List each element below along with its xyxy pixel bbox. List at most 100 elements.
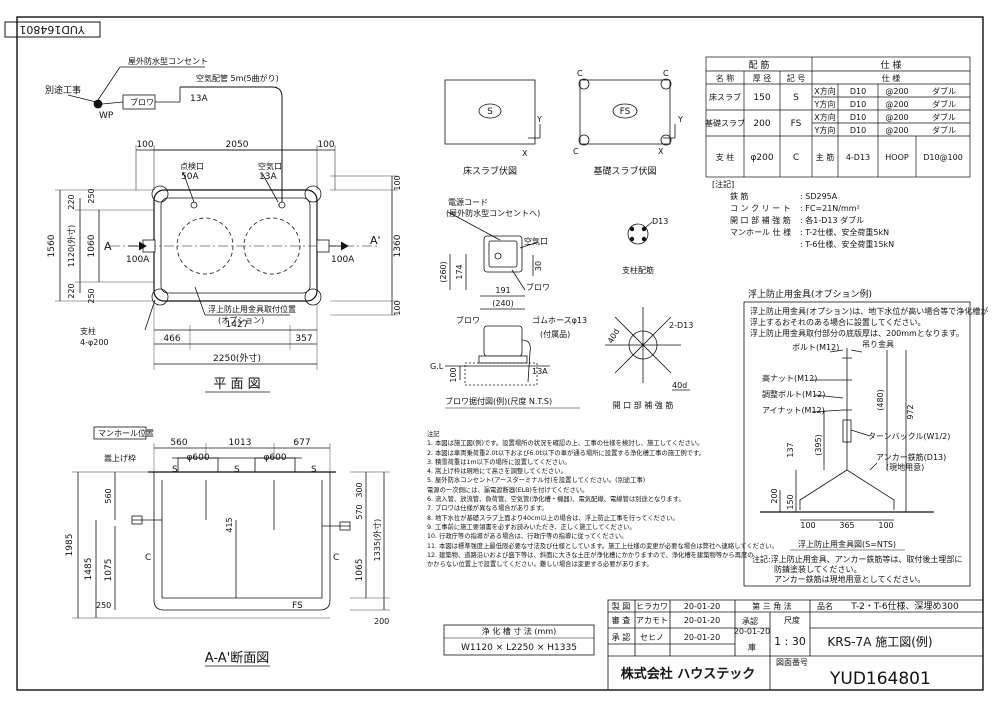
svg-text:[注記]: [注記] [712, 179, 734, 189]
svg-text:S: S [311, 465, 317, 475]
svg-text:200: 200 [753, 119, 770, 129]
air-pipe-size: 13A [190, 94, 208, 104]
svg-text:(付属品): (付属品) [540, 329, 570, 339]
svg-text:100: 100 [317, 140, 334, 150]
svg-text:@200: @200 [885, 87, 908, 96]
section-view-labels: マンホール位置 嵩上げ枠 560 1013 677 φ600 φ600 S S … [65, 428, 389, 667]
svg-text:ヒラカワ: ヒラカワ [636, 602, 668, 611]
svg-text:マンホール位置: マンホール位置 [98, 428, 154, 438]
svg-text:560: 560 [170, 438, 187, 448]
post-rebar-title: 支柱配筋 [622, 265, 654, 275]
svg-text:庫: 庫 [748, 642, 756, 652]
svg-text:100: 100 [878, 521, 893, 530]
svg-text:570: 570 [355, 504, 364, 519]
svg-text:X方向: X方向 [814, 86, 835, 96]
anchor-section-title: 浮上防止用金具(オプション例) [748, 288, 872, 300]
wiring-label: 別途工事 [45, 84, 81, 96]
svg-text:浮上するおそれのある場合に設置してください。: 浮上するおそれのある場合に設置してください。 [750, 317, 926, 327]
svg-text:アンカー鉄筋(D13): アンカー鉄筋(D13) [876, 452, 946, 462]
air-inlet-size: 13A [259, 172, 277, 182]
svg-text:審 査: 審 査 [612, 615, 631, 625]
svg-text:吊り金具: 吊り金具 [862, 339, 894, 349]
note-item: 2. 本図は車両乗荷重2.0t以下および6.0t以下の車が通る場所に設置する浄化… [427, 449, 705, 457]
svg-text:20-01-20: 20-01-20 [684, 633, 720, 642]
svg-text:ゴムホースφ13: ゴムホースφ13 [532, 315, 587, 325]
svg-text:G.L: G.L [430, 362, 444, 371]
note-item: 10. 行政庁等の指導がある場合は、行政庁等の指導に従ってください。 [427, 533, 628, 541]
svg-text:マンホール 仕 様: マンホール 仕 様 [730, 227, 791, 237]
inspection-size: 50A [181, 172, 199, 182]
blower-detail-labels: 電源コード (屋外防水型コンセントへ) 空気口 ブロワ (260) 174 30… [430, 198, 587, 409]
svg-text:Y方向: Y方向 [814, 125, 836, 135]
svg-text:主 筋: 主 筋 [816, 152, 835, 162]
svg-text:鉄 筋: 鉄 筋 [730, 191, 749, 201]
svg-text:1013: 1013 [229, 438, 252, 448]
section-a-left: A [104, 240, 112, 253]
svg-text:D10@100: D10@100 [923, 153, 963, 162]
svg-text:1335(外寸): 1335(外寸) [372, 519, 382, 562]
post-rebar-detail [627, 221, 653, 245]
anchor-label: 浮上防止用金具取付位置 [208, 304, 296, 314]
svg-text:φ600: φ600 [263, 453, 286, 463]
blower-label: ブロワ [130, 97, 154, 107]
svg-text:: T-6仕様、安全荷重15kN: : T-6仕様、安全荷重15kN [800, 239, 894, 249]
svg-text:(屋外防水型コンセントへ): (屋外防水型コンセントへ) [446, 208, 540, 218]
svg-text:X方向: X方向 [814, 112, 835, 122]
title-block [607, 599, 984, 691]
svg-text:T-2・T-6仕様、深埋め300: T-2・T-6仕様、深埋め300 [850, 600, 959, 612]
floor-slab-code: S [487, 107, 493, 117]
plan-view [55, 66, 398, 370]
svg-text:100: 100 [393, 175, 402, 190]
blower-detail [445, 211, 550, 386]
svg-text:(395): (395) [814, 434, 823, 456]
air-inlet-label: 空気口 [258, 161, 282, 171]
svg-text:電源コード: 電源コード [448, 198, 488, 207]
note-item: 4. 嵩上げ枠は現地にて高さを調整してください。 [427, 468, 567, 476]
svg-text:972: 972 [906, 404, 915, 419]
svg-text:C: C [663, 69, 669, 78]
svg-text:S: S [172, 465, 178, 475]
foundation-slab-plan [578, 78, 676, 146]
svg-text:浮上防止用金具取付部分の底版厚は、200mmとなります。: 浮上防止用金具取付部分の底版厚は、200mmとなります。 [750, 328, 964, 338]
svg-text:1427: 1427 [226, 320, 249, 330]
svg-text:2-D13: 2-D13 [669, 321, 693, 330]
svg-text:100: 100 [800, 521, 815, 530]
svg-text:注記:浮上防止用金具、アンカー鉄筋等は、取付後土埋部に: 注記:浮上防止用金具、アンカー鉄筋等は、取付後土埋部に [752, 554, 962, 564]
post-label: 支柱 [80, 326, 96, 336]
svg-text:200: 200 [374, 617, 389, 626]
title-block-text: 製 図 ヒラカワ 20-01-20 審 査 アカモト 20-01-20 承 認 … [612, 600, 959, 689]
floor-slab-x: X [522, 149, 528, 158]
svg-text:HOOP: HOOP [885, 153, 909, 162]
general-notes: 注記 1. 本図は施工図(例)です。設置場所の状況を確認の上、工事の仕様を検討し… [427, 430, 778, 569]
note-item: かからない位置上で設置してください。難しい場合は変更する必要があります。 [427, 561, 653, 569]
anchor-option: (オプション) [218, 316, 264, 325]
svg-text:図面番号: 図面番号 [776, 657, 808, 667]
note-item: 電源の一次側には、漏電遮断器(ELB)を付けてください。 [427, 486, 589, 494]
svg-text:1120(外寸): 1120(外寸) [66, 225, 76, 268]
note-item: 6. 流入管、放流管、負荷管、空気管(浄化槽・機器)、電気配線、電線管は別途とな… [427, 496, 685, 504]
note-item: 8. 地下水位が基礎スラブ上面より40cm以上の場合は、浮上防止工事を行ってくだ… [427, 514, 679, 522]
model-name: KRS-7A 施工図(例) [827, 635, 932, 649]
svg-text:D10: D10 [850, 100, 866, 109]
svg-text:C: C [793, 153, 799, 163]
svg-text:ボルト(M12): ボルト(M12) [792, 343, 839, 352]
svg-text:137: 137 [786, 442, 795, 457]
svg-text:Y方向: Y方向 [814, 99, 836, 109]
svg-text:FS: FS [292, 601, 303, 611]
svg-text:仕 様: 仕 様 [881, 59, 902, 71]
svg-text:C: C [573, 147, 579, 156]
svg-text:4-D13: 4-D13 [846, 153, 870, 162]
svg-text:φ200: φ200 [750, 153, 773, 163]
svg-text:嵩上げ枠: 嵩上げ枠 [104, 453, 136, 463]
svg-text:調整ボルト(M12): 調整ボルト(M12) [762, 389, 825, 399]
svg-text:高ナット(M12): 高ナット(M12) [762, 373, 817, 383]
rebar-table [705, 56, 971, 178]
anchor-labels: ボルト(M12) 吊り金具 高ナット(M12) 調整ボルト(M12) アイナット… [752, 339, 962, 584]
svg-text:466: 466 [163, 334, 180, 344]
section-a-right: A' [370, 234, 381, 247]
svg-text:@200: @200 [885, 126, 908, 135]
svg-text:(現地用意): (現地用意) [886, 462, 924, 472]
opening-reinforcement [605, 307, 690, 391]
svg-text:尺度: 尺度 [784, 615, 800, 625]
